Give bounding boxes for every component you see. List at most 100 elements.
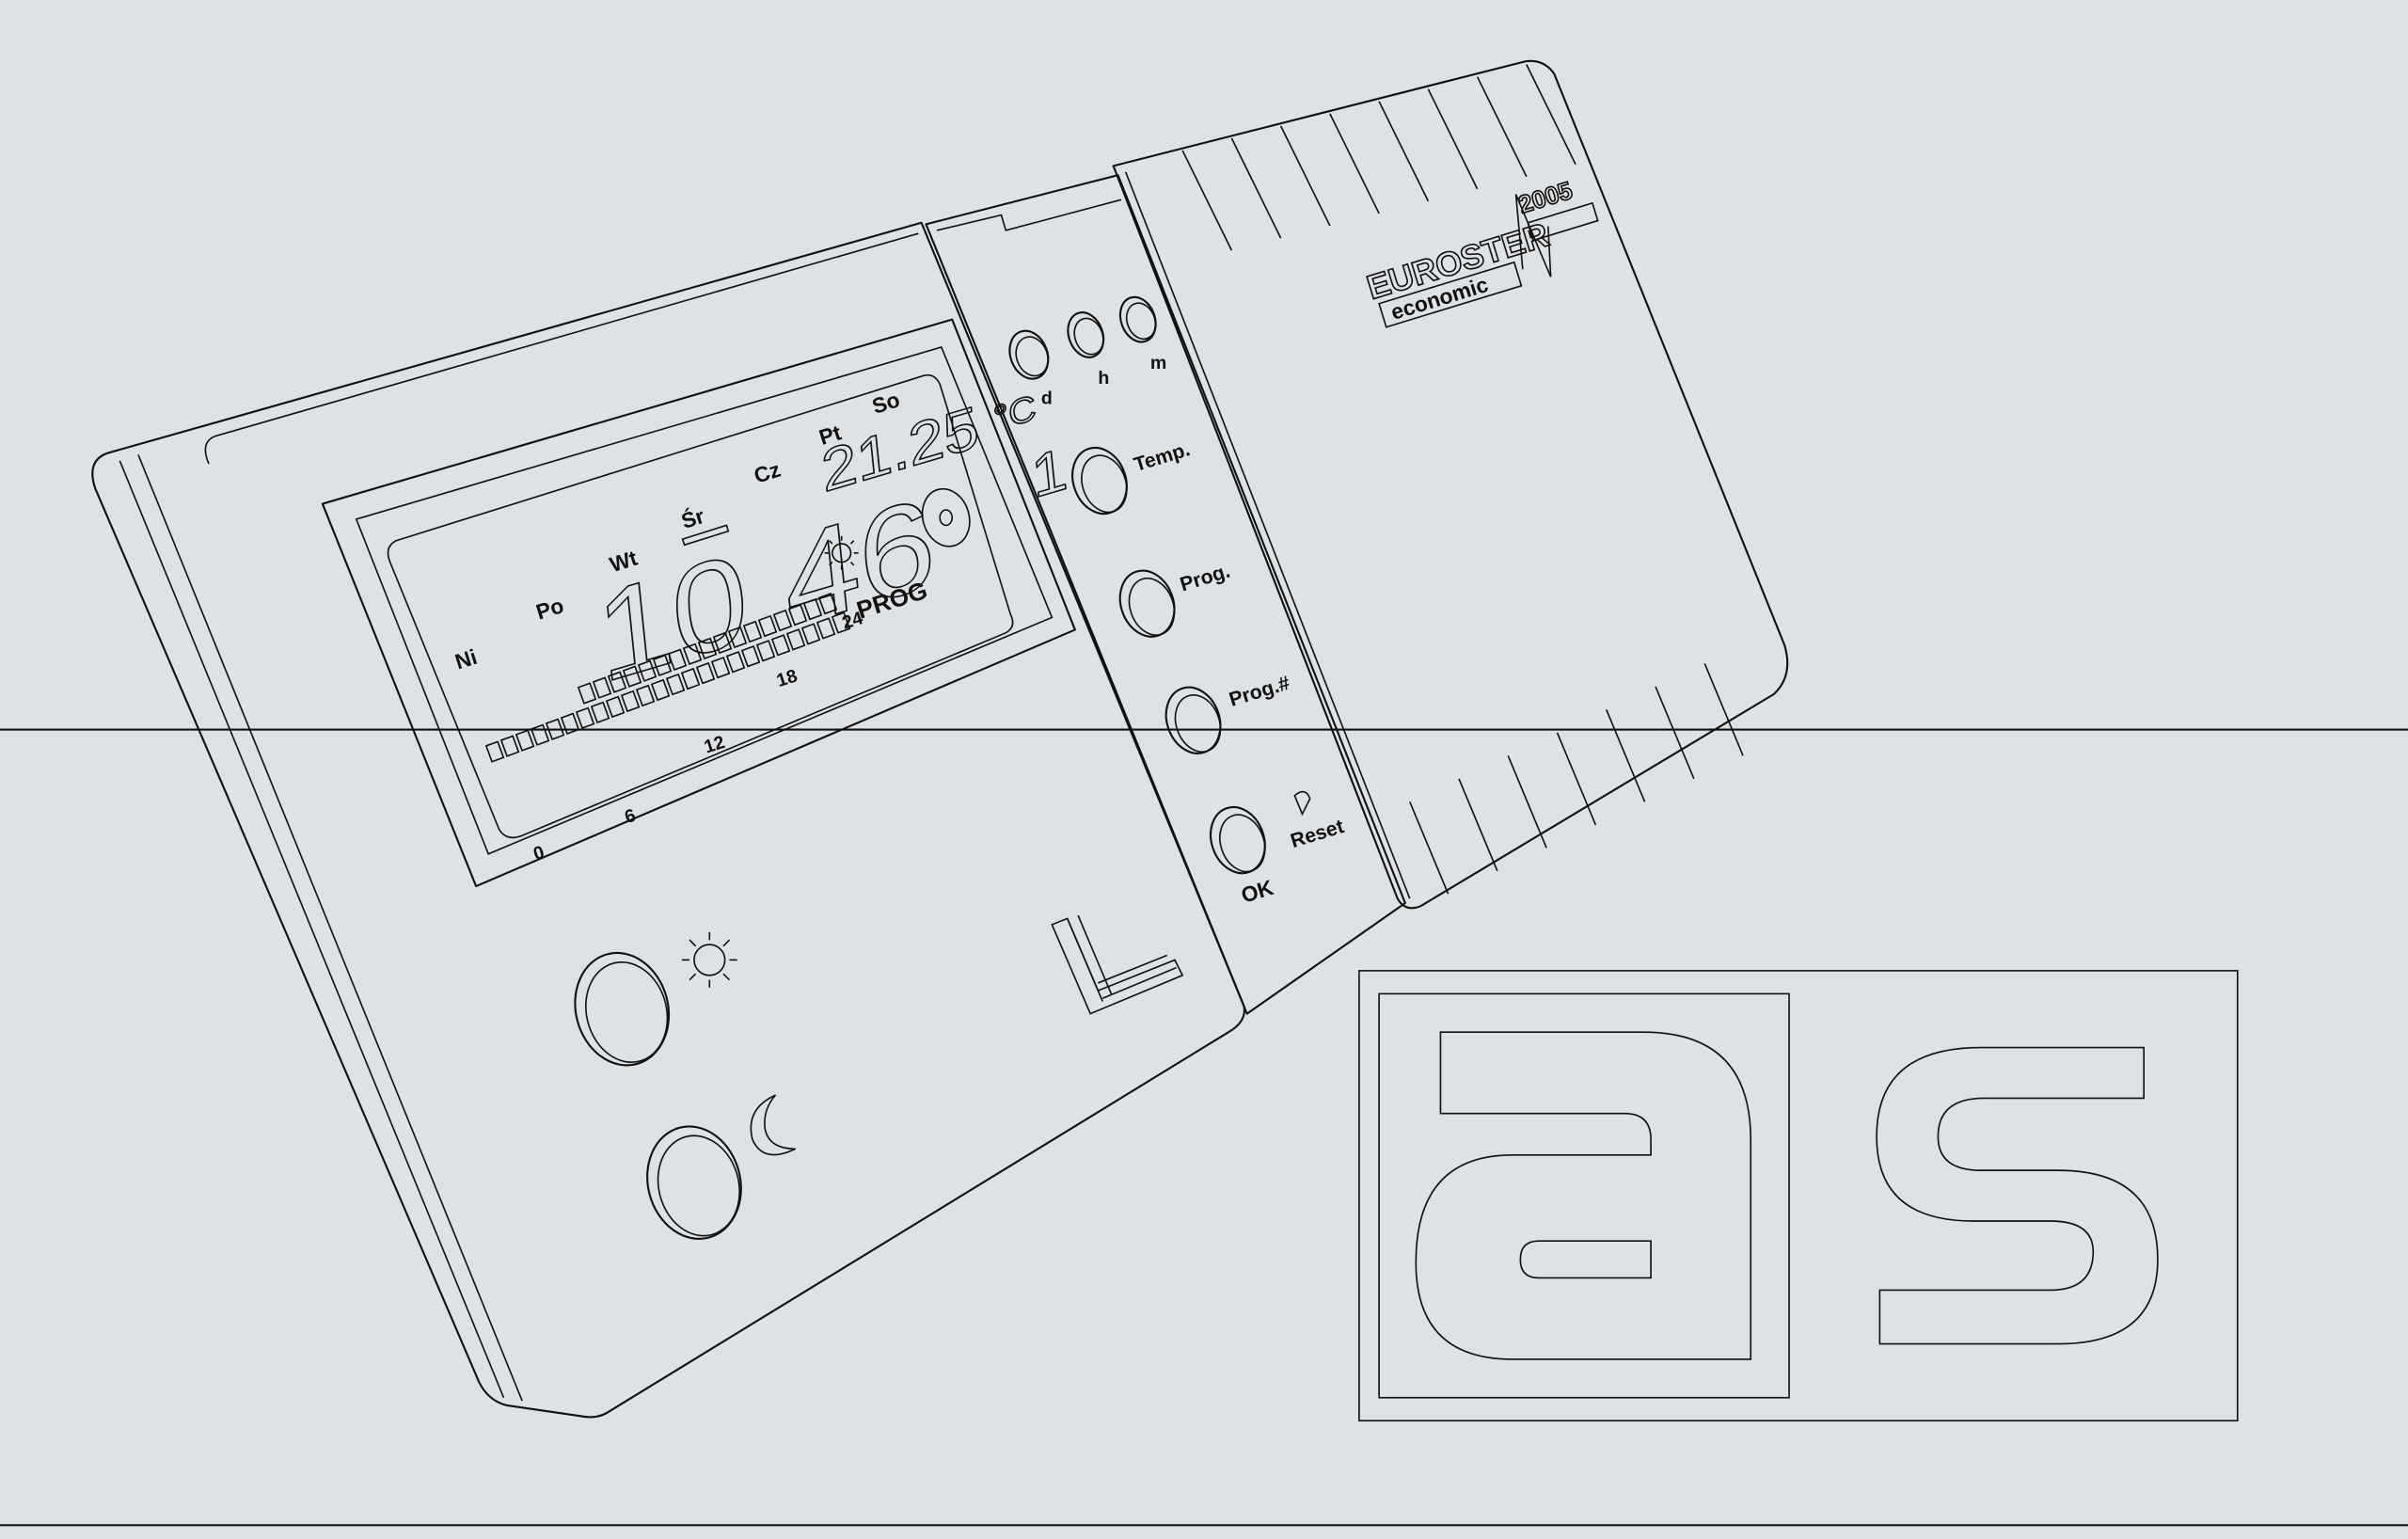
day-label-sr: Śr bbox=[678, 503, 707, 533]
vent-slot bbox=[1181, 150, 1233, 251]
hour-segment bbox=[665, 673, 686, 696]
hour-segment bbox=[560, 712, 580, 735]
flame-ring-icon bbox=[921, 487, 971, 547]
hour-tick-18: 18 bbox=[774, 665, 800, 691]
hour-segment-upper bbox=[592, 676, 612, 699]
hour-segment-upper bbox=[727, 626, 748, 649]
economy-button[interactable] bbox=[635, 1116, 753, 1249]
hour-segment-upper bbox=[682, 643, 703, 666]
manufacturer-mark-icon bbox=[1051, 914, 1184, 1015]
rear-panel: EUROSTER economic 2005 bbox=[1112, 59, 1789, 910]
hour-segment bbox=[695, 661, 716, 685]
comfort-button[interactable] bbox=[562, 943, 681, 1076]
hour-segment bbox=[575, 706, 595, 730]
hour-segment-upper bbox=[742, 620, 763, 643]
hour-segment bbox=[755, 640, 776, 662]
temperature-unit: °C bbox=[991, 388, 1038, 439]
hour-segment bbox=[499, 735, 520, 757]
hour-button[interactable] bbox=[1062, 308, 1110, 362]
temp-button-label: Temp. bbox=[1132, 438, 1193, 476]
vent-slot bbox=[1427, 88, 1479, 190]
hour-segment bbox=[530, 723, 550, 746]
hour-segment-upper bbox=[697, 637, 718, 660]
hour-segment bbox=[831, 611, 851, 634]
hour-segment bbox=[590, 701, 610, 724]
temp-button[interactable] bbox=[1064, 440, 1136, 521]
prog-button[interactable] bbox=[1111, 563, 1183, 643]
model-year: 2005 bbox=[1515, 176, 1576, 219]
day-label-cz: Cz bbox=[751, 457, 783, 488]
hour-segment-upper bbox=[802, 597, 823, 621]
vent-slot bbox=[1526, 64, 1576, 166]
ok-button[interactable] bbox=[1202, 800, 1275, 881]
hour-segment bbox=[650, 678, 671, 702]
hour-segment bbox=[785, 628, 806, 651]
hour-segment bbox=[710, 656, 731, 679]
as-logo: as bbox=[0, 0, 2239, 1422]
vent-slot bbox=[1329, 113, 1380, 214]
hour-segment-upper bbox=[772, 609, 793, 632]
minute-button-label: m bbox=[1150, 353, 1166, 373]
hour-tick-6: 6 bbox=[623, 805, 639, 828]
day-label-ni: Ni bbox=[452, 644, 481, 674]
vent-slot bbox=[1556, 732, 1597, 826]
vent-slot bbox=[1409, 801, 1450, 895]
lcd-display: Ni Po Wt Śr Cz Pt So 10 46 21.25 °C 1 PR… bbox=[321, 318, 1076, 888]
hour-segment bbox=[545, 718, 565, 740]
hour-segment bbox=[635, 684, 656, 707]
hour-segment-upper bbox=[607, 671, 627, 693]
logo-text: as bbox=[0, 0, 2, 1]
program-number: 1 bbox=[1028, 435, 1069, 511]
hour-segment-upper bbox=[817, 592, 838, 615]
hour-segment bbox=[725, 651, 746, 674]
sun-icon bbox=[681, 932, 737, 988]
vent-slot bbox=[1655, 686, 1695, 780]
vent-slot bbox=[1230, 137, 1282, 239]
prog-button-label: Prog. bbox=[1178, 561, 1233, 596]
prog-number-button[interactable] bbox=[1157, 680, 1229, 761]
hour-segment bbox=[800, 623, 821, 645]
day-button[interactable] bbox=[1004, 325, 1055, 384]
vent-slot bbox=[1378, 101, 1430, 202]
moon-icon bbox=[750, 1094, 797, 1156]
active-day-indicator bbox=[681, 524, 730, 547]
hour-segment-upper bbox=[577, 682, 597, 705]
reset-button-label: Reset bbox=[1288, 816, 1346, 852]
hour-tick-12: 12 bbox=[702, 732, 727, 758]
hour-segment-upper bbox=[667, 648, 688, 671]
minute-button[interactable] bbox=[1115, 292, 1163, 346]
hour-segment bbox=[605, 695, 626, 719]
hour-segment bbox=[680, 667, 701, 690]
ok-button-label: OK bbox=[1238, 875, 1276, 908]
brand-logo: EUROSTER economic 2005 bbox=[1361, 175, 1599, 328]
vent-slot bbox=[1606, 709, 1646, 802]
reset-button[interactable] bbox=[1293, 790, 1311, 817]
hour-segment bbox=[484, 740, 505, 763]
vent-slot bbox=[1476, 76, 1528, 178]
hour-segment bbox=[816, 617, 836, 640]
hour-bar bbox=[484, 592, 851, 763]
front-housing bbox=[91, 221, 1245, 1419]
lcd-sun-icon bbox=[824, 535, 859, 570]
hour-segment-upper bbox=[637, 659, 657, 682]
hour-segment bbox=[740, 645, 761, 668]
hour-segment-upper bbox=[757, 614, 778, 638]
hour-segment-upper bbox=[622, 665, 642, 688]
hour-segment bbox=[770, 634, 791, 657]
hour-segment-upper bbox=[652, 654, 673, 676]
hour-segment bbox=[515, 729, 535, 752]
button-strip bbox=[925, 174, 1406, 1015]
day-button-label: d bbox=[1041, 388, 1053, 408]
hour-segment bbox=[620, 690, 641, 713]
vent-slot bbox=[1703, 663, 1744, 756]
vent-slots-bottom bbox=[1409, 663, 1744, 895]
vent-slot bbox=[1507, 754, 1547, 849]
prog-number-button-label: Prog.# bbox=[1227, 672, 1292, 710]
hour-button-label: h bbox=[1098, 368, 1109, 389]
vent-slot bbox=[1458, 778, 1498, 872]
hour-segment-upper bbox=[712, 631, 733, 655]
hour-segment-upper bbox=[787, 603, 808, 627]
vent-slots-top bbox=[1181, 64, 1576, 251]
day-label-po: Po bbox=[533, 593, 567, 625]
